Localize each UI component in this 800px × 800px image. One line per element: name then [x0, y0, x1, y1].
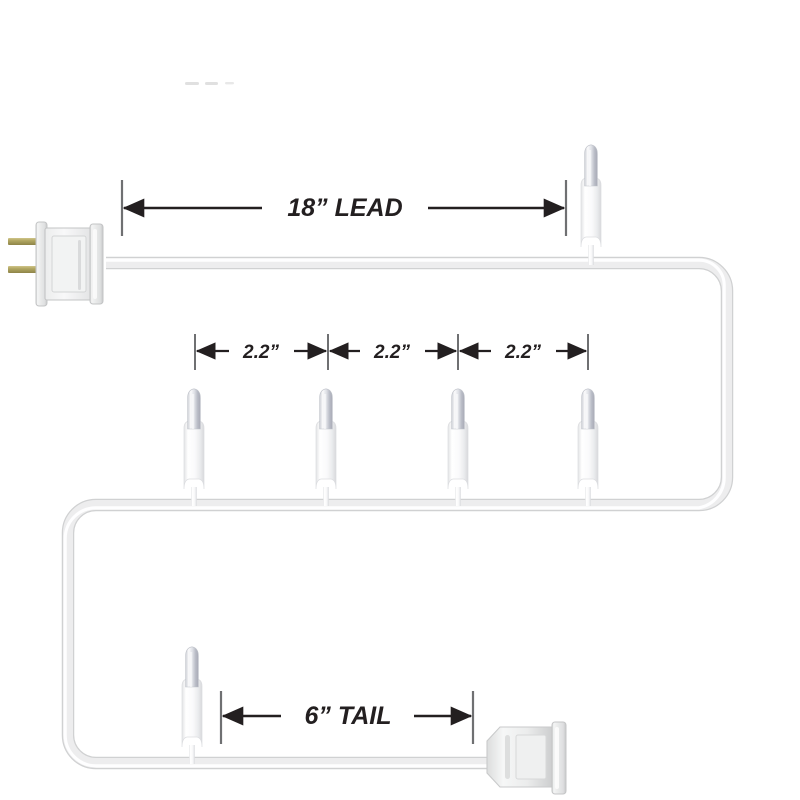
female-connector-socket — [486, 721, 567, 795]
socket-collar-highlight — [555, 727, 559, 789]
dimension-lead: 18” LEAD — [120, 180, 568, 236]
dimension-spacing-1-label: 2.2” — [242, 342, 279, 363]
dimension-spacing-3: 2.2” — [458, 334, 589, 370]
bulb-tail — [181, 646, 203, 764]
plug-collar-highlight — [93, 229, 97, 299]
dimension-spacing-3-label: 2.2” — [504, 342, 541, 363]
bulb-1 — [183, 388, 205, 506]
bulb-3 — [447, 388, 469, 506]
bulb-2 — [315, 388, 337, 506]
socket-inner-face — [515, 734, 547, 780]
socket-left-slot — [505, 735, 510, 779]
dimension-spacing-2: 2.2” — [328, 334, 459, 370]
bulb-4 — [577, 388, 599, 506]
faint-scan-marks-icon — [185, 82, 234, 85]
two-prong-male-plug — [8, 221, 104, 307]
plug-seam — [78, 240, 81, 290]
cord-path — [61, 256, 734, 770]
dimension-tail-label: 6” TAIL — [304, 702, 391, 730]
dimension-lead-label: 18” LEAD — [287, 194, 402, 222]
bulb-lead-end — [580, 144, 602, 265]
plug-prongs-icon — [8, 238, 42, 273]
dimension-tail: 6” TAIL — [219, 691, 475, 744]
dimension-spacing-1: 2.2” — [194, 334, 329, 370]
plug-inner-face — [51, 235, 87, 293]
dimension-spacing-2-label: 2.2” — [373, 342, 410, 363]
